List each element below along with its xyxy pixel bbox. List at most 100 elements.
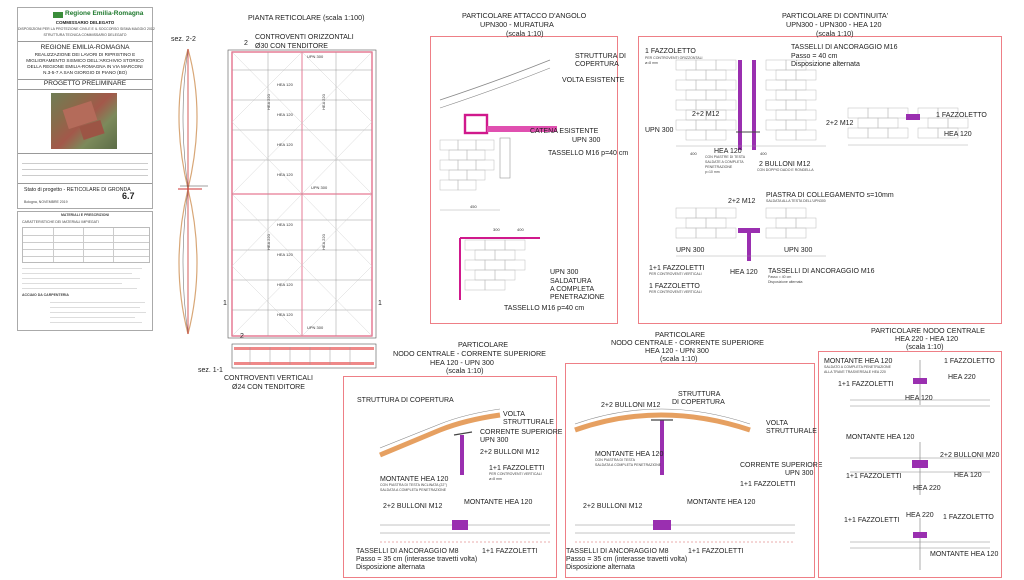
angolo-struttura-1: STRUTTURA DI bbox=[575, 53, 626, 60]
plan-hea220-2: HEA 220 bbox=[320, 94, 326, 110]
materials-table bbox=[22, 227, 150, 263]
section-mark-1-right: 1 bbox=[378, 300, 382, 307]
nodo1-title-3: HEA 120 - UPN 300 bbox=[430, 358, 494, 367]
cont-tasselli-b: TASSELLI DI ANCORAGGIO M16 bbox=[768, 268, 875, 275]
nodo3-montante-1-sub-2: ALLA TRAVE TRASVERSALE HEA 220 bbox=[824, 370, 886, 374]
notes-lines bbox=[22, 300, 148, 328]
nodo1-montante-sub-1: CON PIASTRA DI TESTA INCLINATA (22°) bbox=[380, 483, 447, 487]
project-line-2: MIGLIORAMENTO SISMICO DELL'ARCHIVIO STOR… bbox=[26, 58, 144, 63]
nodo3-m20: 2+2 BULLONI M20 bbox=[940, 452, 1000, 459]
plan-hea120-3: HEA 120 bbox=[277, 142, 293, 147]
vertical-bracing-label-1: CONTROVENTI VERTICALI bbox=[224, 375, 313, 382]
cont-upn300-c: UPN 300 bbox=[784, 247, 813, 254]
status-label: Stato di progetto - RETICOLARE DI GRONDA bbox=[24, 187, 131, 193]
logo: Regione Emilia-Romagna bbox=[53, 10, 143, 19]
nodo2-corrente-1: CORRENTE SUPERIORE bbox=[740, 462, 823, 469]
nodo2-volta-2: STRUTTURALE bbox=[766, 428, 817, 435]
angolo-tassello-2: TASSELLO M16 p=40 cm bbox=[504, 305, 585, 312]
continuita-title-2: UPN300 - UPN300 - HEA 120 bbox=[786, 20, 882, 29]
plan-hea120-2: HEA 120 bbox=[277, 112, 293, 117]
angolo-saldatura-2: A COMPLETA bbox=[550, 286, 595, 293]
nodo2-montante-sub-2: SALDATA A COMPLETA PENETRAZIONE bbox=[595, 463, 662, 467]
nodo2-volta-1: VOLTA bbox=[766, 420, 788, 427]
nodo1-m12-b: 2+2 BULLONI M12 bbox=[383, 503, 443, 510]
angolo-title-1: PARTICOLARE ATTACCO D'ANGOLO bbox=[462, 11, 587, 20]
nodo1-volta-2: STRUTTURALE bbox=[503, 419, 554, 426]
angolo-drawing bbox=[439, 59, 557, 300]
nodo3-hea120-b: HEA 120 bbox=[954, 472, 982, 479]
nodo2-title-1: PARTICOLARE bbox=[655, 330, 706, 339]
nodo2-title-2: NODO CENTRALE - CORRENTE SUPERIORE bbox=[611, 338, 764, 347]
cont-fazz-1: 1 FAZZOLETTO bbox=[649, 283, 700, 290]
nodo2-fazz: 1+1 FAZZOLETTI bbox=[740, 481, 796, 488]
plan-hea220-1: HEA 220 bbox=[265, 94, 271, 110]
cont-tasselli-2: Passo = 40 cm bbox=[791, 53, 838, 60]
plan-hea120-1: HEA 120 bbox=[277, 82, 293, 87]
horizontal-bracing-label-2: Ø30 CON TENDITORE bbox=[255, 43, 328, 50]
nodo1-tasselli-1: TASSELLI DI ANCORAGGIO M8 bbox=[356, 548, 459, 555]
section-mark-2-bottom: 2 bbox=[240, 333, 244, 340]
nodo2-drawing bbox=[574, 408, 795, 543]
continuita-title-3: (scala 1:10) bbox=[816, 29, 854, 38]
cont-hea120-sub-3: PENETRAZIONE bbox=[705, 165, 733, 169]
cont-m12-c: 2+2 M12 bbox=[728, 198, 756, 205]
detail-continuita-frame bbox=[638, 36, 1002, 324]
plan-hea220-3: HEA 220 bbox=[265, 234, 271, 250]
nodo1-title-4: (scala 1:10) bbox=[446, 366, 484, 375]
nodo2-montante-2: MONTANTE HEA 120 bbox=[687, 499, 756, 506]
continuita-title-1: PARTICOLARE DI CONTINUITA' bbox=[782, 11, 888, 20]
nodo1-volta-1: VOLTA bbox=[503, 411, 525, 418]
cont-tasselli-b-sub-2: Disposizione alternata bbox=[768, 280, 803, 284]
cont-tasselli-3: Disposizione alternata bbox=[791, 61, 860, 68]
nodo2-montante-sub-1: CON PIASTRA DI TESTA bbox=[595, 458, 635, 462]
nodo2-struttura-2: DI COPERTURA bbox=[672, 399, 725, 406]
nodo2-struttura-1: STRUTTURA bbox=[678, 391, 721, 398]
cont-piastra-sub: SALDATA ALLA TESTA DELL'UPN300 bbox=[766, 199, 826, 203]
nodo2-title-4: (scala 1:10) bbox=[660, 354, 698, 363]
nodo1-fazz: 1+1 FAZZOLETTI bbox=[489, 465, 545, 472]
nodo3-fazz-1: 1 FAZZOLETTO bbox=[944, 358, 995, 365]
angolo-catena-2: UPN 300 bbox=[572, 137, 601, 144]
cont-fazzoletto-1-sub: PER CONTROVENTI ORIZZONTALI bbox=[645, 56, 703, 60]
cont-hea120-b: HEA 120 bbox=[944, 131, 972, 138]
cont-m12-a: 2+2 M12 bbox=[692, 111, 720, 118]
nodo3-montante-1: MONTANTE HEA 120 bbox=[824, 358, 893, 365]
materials-panel: MATERIALI E PRESCRIZIONI CARATTERISTICHE… bbox=[17, 211, 153, 331]
section-1-1-drawing bbox=[231, 343, 377, 369]
continuita-bottom-drawing bbox=[675, 207, 826, 261]
nodo2-fazz-2: 1+1 FAZZOLETTI bbox=[688, 548, 744, 555]
nodo2-m12: 2+2 BULLONI M12 bbox=[601, 402, 661, 409]
nodo1-fazz-2: 1+1 FAZZOLETTI bbox=[482, 548, 538, 555]
cont-hea120-sub-2: SALDATE A COMPLETA bbox=[705, 160, 744, 164]
angolo-title-3: (scala 1:10) bbox=[506, 29, 544, 38]
nodo3-montante-2: MONTANTE HEA 120 bbox=[846, 434, 915, 441]
commissario-label: COMMISSARIO DELEGATO bbox=[55, 20, 115, 25]
section-mark-2-top: 2 bbox=[244, 40, 248, 47]
vertical-bracing-label-2: Ø24 CON TENDITORE bbox=[232, 384, 305, 391]
sheet-number: 6.7 bbox=[122, 191, 135, 201]
cont-hea120-sub-4: p=10 mm bbox=[705, 170, 720, 174]
nodo3-hea220-b: HEA 220 bbox=[913, 485, 941, 492]
nodo1-drawing bbox=[379, 408, 550, 543]
angolo-dim-300: 300 bbox=[493, 227, 500, 232]
materials-title: MATERIALI E PRESCRIZIONI bbox=[61, 213, 109, 217]
plan-upn300-mid: UPN 300 bbox=[311, 185, 328, 190]
cont-fazz-11-sub: PER CONTROVENTI VERTICALI bbox=[649, 272, 702, 276]
angolo-title-2: UPN300 - MURATURA bbox=[480, 20, 554, 29]
project-line-4: N.3-5-7 A SAN GIORGIO DI PIANO (BO) bbox=[43, 70, 127, 75]
plan-title: PIANTA RETICOLARE (scala 1:100) bbox=[248, 13, 365, 22]
aerial-photo bbox=[51, 93, 117, 149]
nodo1-fazz-sub-1: PER CONTROVENTI VERTICALI bbox=[489, 472, 542, 476]
angolo-catena-1: CATENA ESISTENTE bbox=[530, 128, 599, 135]
cont-fazz-1-sub: PER CONTROVENTI VERTICALI bbox=[649, 290, 702, 294]
plan-hea220-4: HEA 220 bbox=[320, 234, 326, 250]
cont-piastra: PIASTRA DI COLLEGAMENTO s=10mm bbox=[766, 192, 894, 199]
nodo3-fazz-11: 1+1 FAZZOLETTI bbox=[838, 381, 894, 388]
angolo-saldatura-1: SALDATURA bbox=[550, 278, 592, 285]
subtitle-line-1: DISPOSIZIONI PER LA PROTEZIONE CIVILE E … bbox=[18, 27, 155, 31]
cont-bulloni: 2 BULLONI M12 bbox=[759, 161, 811, 168]
nodo3-montante-3: MONTANTE HEA 120 bbox=[930, 551, 999, 558]
plan-hea120-6: HEA 120 bbox=[277, 252, 293, 257]
cont-dim-400-b: 400 bbox=[760, 151, 767, 156]
continuita-wall-drawing bbox=[675, 59, 826, 150]
